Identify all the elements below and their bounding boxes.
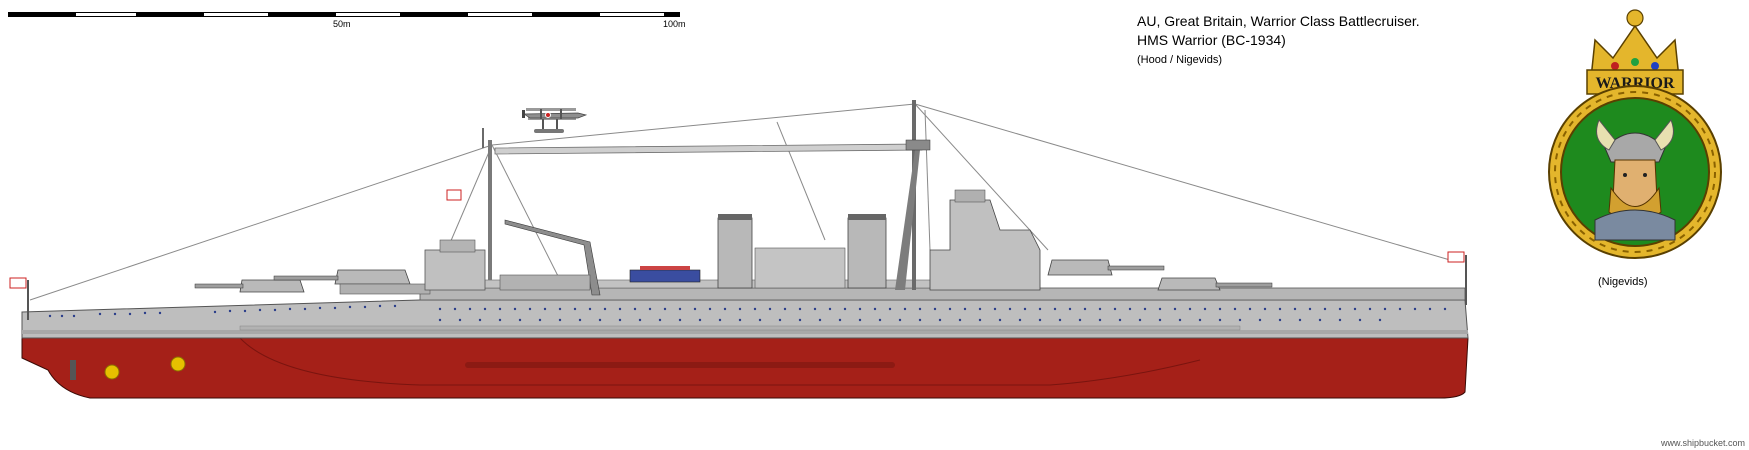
ship-profile — [9, 100, 1469, 399]
ship-class-title: AU, Great Britain, Warrior Class Battlec… — [1137, 13, 1420, 29]
seaplane-icon — [522, 108, 588, 133]
ship-crest-icon: WARRIOR — [1548, 9, 1722, 259]
scale-bar: 50m 100m — [0, 0, 700, 40]
scale-end-label: 100m — [663, 19, 686, 29]
rigging-lines — [29, 103, 1451, 301]
crest-caption: (Nigevids) — [1598, 276, 1648, 288]
watermark: www.shipbucket.com — [1660, 438, 1745, 448]
title-block: AU, Great Britain, Warrior Class Battlec… — [1137, 12, 1420, 68]
fwd-turret-b — [1047, 259, 1165, 276]
scale-mid-label: 50m — [333, 19, 351, 29]
scale-ruler — [8, 12, 680, 17]
ship-name-title: HMS Warrior (BC-1934) — [1137, 32, 1286, 48]
aft-turret-x — [273, 269, 431, 295]
fwd-turret-a — [1157, 277, 1273, 291]
credit-text: (Hood / Nigevids) — [1137, 54, 1222, 66]
aft-turret-y — [194, 279, 305, 293]
